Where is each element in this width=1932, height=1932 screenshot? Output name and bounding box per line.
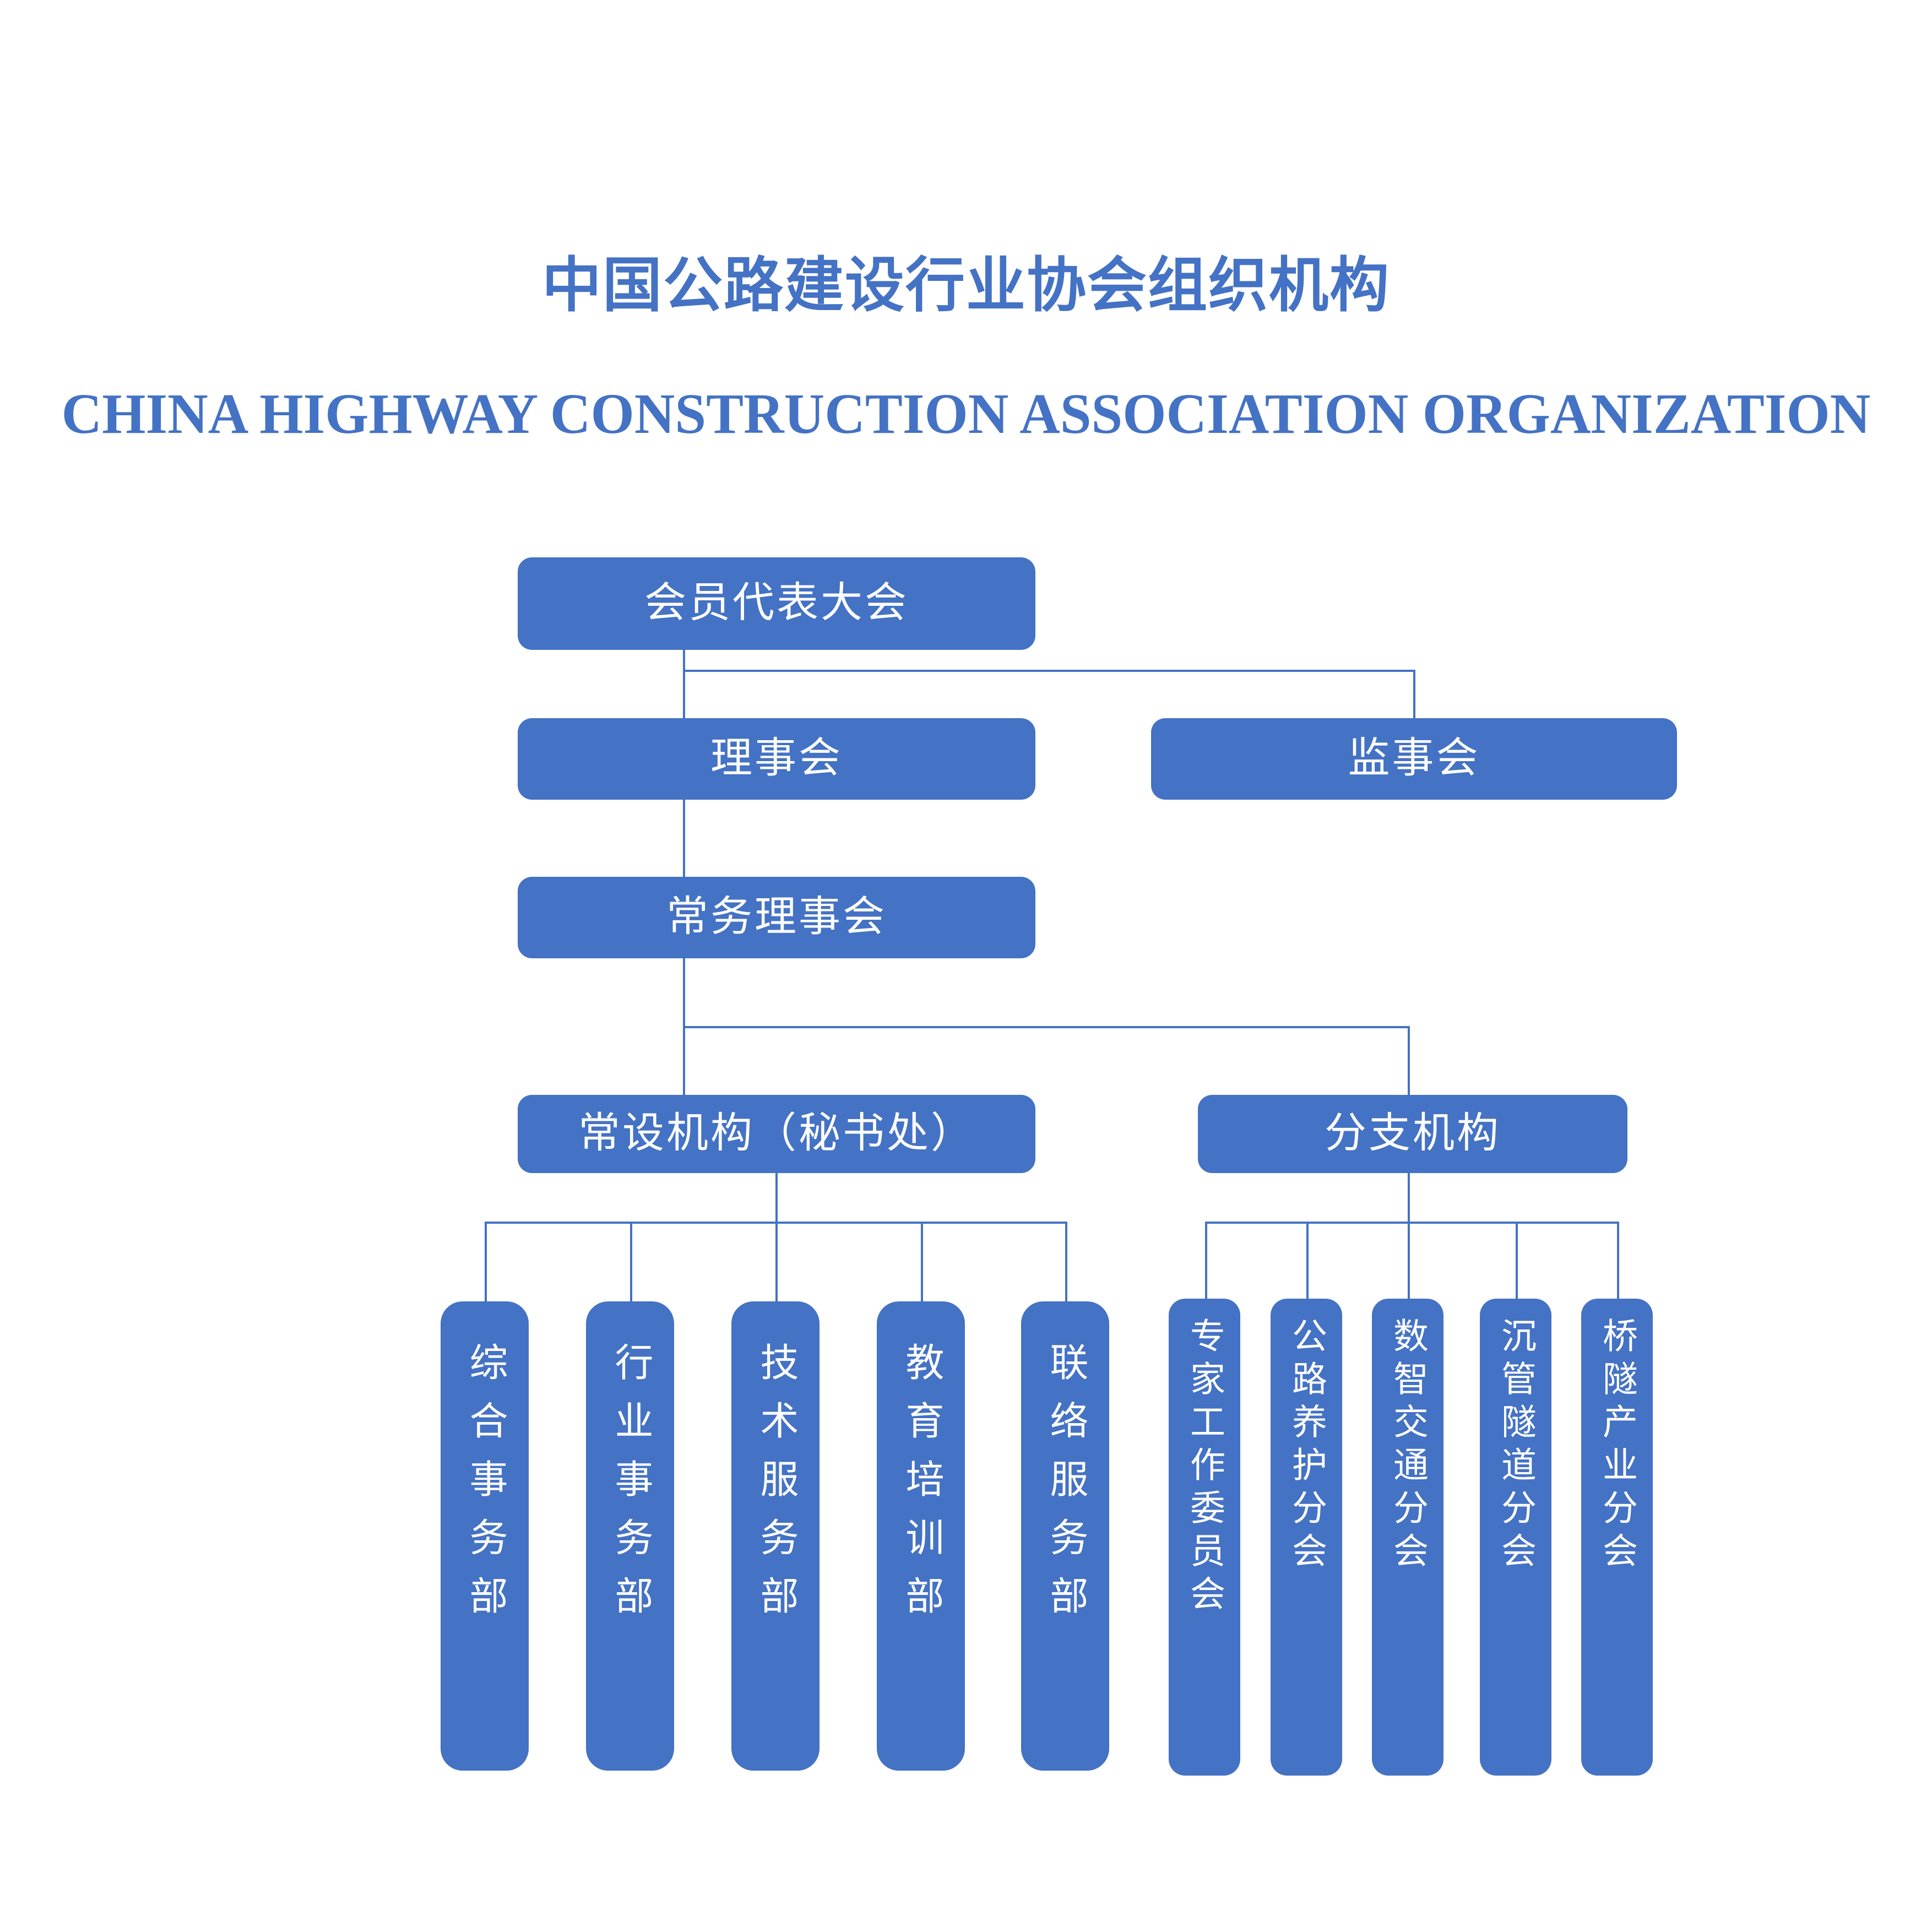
node-council-label: 理事会	[710, 735, 843, 782]
node-branch-highway-maintenance[interactable]: 公路养护分会	[1271, 1299, 1342, 1776]
node-department-technical-services[interactable]: 技术服务部	[731, 1301, 820, 1771]
connector-branches-down	[1408, 1173, 1410, 1224]
node-secretariat-label: 常设机构（秘书处）	[578, 1110, 975, 1157]
connector-dept-1	[485, 1222, 487, 1301]
node-branch-digital-intelligent-transport-label: 数智交通分会	[1388, 1317, 1428, 1575]
node-department-general-affairs-label: 综合事务部	[464, 1342, 506, 1634]
connector-branches-drop	[1408, 1026, 1410, 1095]
node-branch-highway-maintenance-label: 公路养护分会	[1287, 1317, 1326, 1575]
node-secretariat[interactable]: 常设机构（秘书处）	[518, 1095, 1035, 1173]
node-department-liaison-services[interactable]: 联络服务部	[1021, 1301, 1109, 1771]
connector-dept-3	[775, 1222, 778, 1301]
connector-standing-bus	[683, 1026, 1410, 1028]
node-department-industry-affairs-label: 行业事务部	[609, 1342, 652, 1634]
node-department-education-training[interactable]: 教育培训部	[877, 1301, 965, 1771]
node-members-assembly[interactable]: 会员代表大会	[518, 557, 1035, 650]
node-branch-digital-intelligent-transport[interactable]: 数智交通分会	[1372, 1299, 1443, 1776]
node-standing-council-label: 常务理事会	[666, 894, 887, 941]
node-standing-council[interactable]: 常务理事会	[518, 877, 1035, 958]
connector-branch-2	[1306, 1222, 1309, 1301]
node-department-general-affairs[interactable]: 综合事务部	[441, 1301, 529, 1771]
node-council[interactable]: 理事会	[518, 718, 1035, 800]
node-branch-bridge-tunnel-industry[interactable]: 桥隧产业分会	[1581, 1299, 1653, 1776]
node-branch-immersed-tube-tunnel-label: 沉管隧道分会	[1496, 1317, 1535, 1575]
node-branch-immersed-tube-tunnel[interactable]: 沉管隧道分会	[1480, 1299, 1551, 1776]
node-board-of-supervisors[interactable]: 监事会	[1151, 718, 1677, 800]
connector-branches-bus	[1205, 1222, 1619, 1224]
connector-branch-3	[1408, 1222, 1410, 1301]
node-branch-organizations-label: 分支机构	[1325, 1110, 1501, 1157]
node-department-industry-affairs[interactable]: 行业事务部	[586, 1301, 674, 1771]
node-branch-expert-working-committee-label: 专家工作委员会	[1185, 1317, 1224, 1618]
node-branch-organizations[interactable]: 分支机构	[1198, 1095, 1627, 1173]
page-title-chinese: 中国公路建设行业协会组织机构	[541, 253, 1390, 319]
connector-dept-5	[1065, 1222, 1067, 1301]
page-title-english: CHINA HIGHWAY CONSTRUCTION ASSOCIATION O…	[61, 382, 1871, 446]
node-department-technical-services-label: 技术服务部	[755, 1342, 797, 1634]
connector-supervisors-drop	[1413, 670, 1415, 718]
node-department-liaison-services-label: 联络服务部	[1044, 1342, 1087, 1634]
connector-assembly-bus	[683, 670, 1415, 672]
connector-branch-4	[1516, 1222, 1518, 1301]
node-department-education-training-label: 教育培训部	[900, 1342, 942, 1634]
connector-secretariat-down	[775, 1173, 778, 1224]
connector-dept-4	[921, 1222, 923, 1301]
node-branch-bridge-tunnel-industry-label: 桥隧产业分会	[1598, 1317, 1637, 1575]
connector-council-standing	[683, 799, 685, 877]
node-members-assembly-label: 会员代表大会	[644, 580, 909, 627]
connector-branch-1	[1205, 1222, 1207, 1301]
connector-branch-5	[1617, 1222, 1619, 1301]
connector-assembly-down	[683, 650, 685, 721]
node-branch-expert-working-committee[interactable]: 专家工作委员会	[1169, 1299, 1240, 1776]
connector-dept-2	[630, 1222, 632, 1301]
node-board-of-supervisors-label: 监事会	[1348, 735, 1480, 782]
